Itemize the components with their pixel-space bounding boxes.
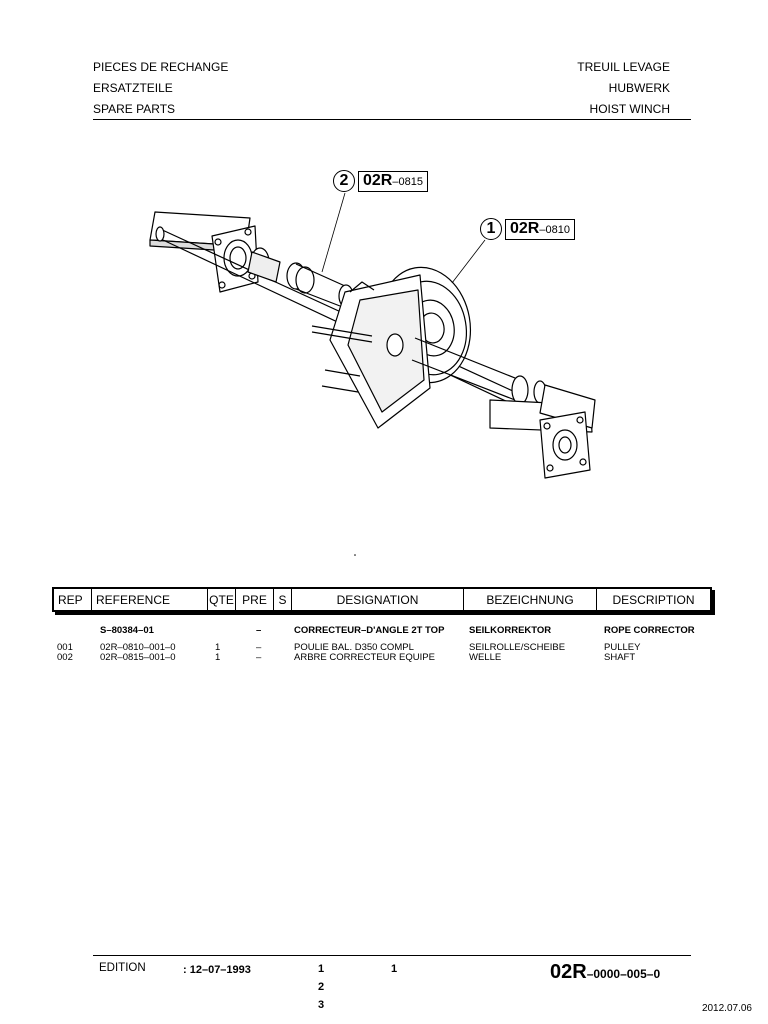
header-right-line-3: HOIST WINCH [589, 102, 670, 116]
row-qte: 1 [215, 652, 221, 663]
col-reference: REFERENCE [92, 589, 208, 610]
document-code-suffix: –0000–005–0 [586, 967, 661, 981]
header-rule [93, 119, 691, 120]
col-pre: PRE [236, 589, 274, 610]
row-description: SHAFT [604, 652, 636, 663]
footer-index-1: 1 [318, 963, 325, 975]
footer-sheet: 1 [391, 963, 398, 975]
row-reference: 02R–0815–001–0 [100, 652, 176, 663]
row-designation: POULIE BAL. D350 COMPL [294, 642, 414, 653]
callout-code: 02R [363, 171, 393, 189]
document-code-main: 02R [550, 961, 587, 983]
shaft-collars [247, 247, 354, 308]
callout-code-box: 02R –0815 [358, 170, 428, 192]
center-guide-bracket [311, 274, 431, 429]
edition-date: : 12–07–1993 [183, 964, 251, 976]
callout-number-circle: 1 [480, 218, 502, 240]
header-left-line-1: PIECES DE RECHANGE [93, 60, 229, 74]
header-left-line-3: SPARE PARTS [93, 102, 176, 116]
callout-code-box: 02R –0810 [505, 218, 575, 240]
header-left-line-2: ERSATZTEILE [93, 81, 173, 95]
col-rep: REP [54, 589, 92, 610]
exploded-drawing [149, 192, 596, 556]
row-pre: – [256, 652, 262, 663]
document-code: 02R –0000–005–0 [550, 961, 660, 984]
assembly-designation: CORRECTEUR–D'ANGLE 2T TOP [294, 625, 445, 636]
row-pre: – [256, 642, 262, 653]
row-description: PULLEY [604, 642, 641, 653]
right-mount-bracket [489, 384, 596, 479]
callout-suffix: –0810 [539, 223, 570, 236]
footer-rule [93, 955, 691, 956]
callout-shaft: 2 02R –0815 [333, 169, 428, 193]
row-qte: 1 [215, 642, 221, 653]
row-bezeichnung: WELLE [469, 652, 502, 663]
callout-number-circle: 2 [333, 170, 355, 192]
row-rep: 002 [57, 652, 73, 663]
header-right-line-1: TREUIL LEVAGE [577, 60, 670, 74]
parts-table-header: REP REFERENCE QTE PRE S DESIGNATION BEZE… [52, 587, 712, 612]
assembly-pre: – [256, 625, 262, 636]
col-description: DESCRIPTION [612, 592, 695, 607]
callout-number: 1 [486, 220, 496, 237]
assembly-bezeichnung: SEILKORREKTOR [469, 625, 552, 636]
callout-pulley: 1 02R –0810 [480, 217, 575, 241]
footer-index-2: 2 [318, 981, 325, 993]
col-s: S [274, 589, 292, 610]
col-bezeichnung: BEZEICHNUNG [464, 589, 597, 610]
callout-code: 02R [510, 219, 540, 237]
assembly-description: ROPE CORRECTOR [604, 625, 695, 636]
callout-suffix: –0815 [392, 175, 423, 188]
row-rep: 001 [57, 642, 73, 653]
row-bezeichnung: SEILROLLE/SCHEIBE [469, 642, 566, 653]
col-qte: QTE [208, 589, 236, 610]
footer-index-3: 3 [318, 999, 325, 1011]
row-designation: ARBRE CORRECTEUR EQUIPE [294, 652, 435, 663]
col-designation: DESIGNATION [292, 589, 464, 610]
header-right-line-2: HUBWERK [608, 81, 670, 95]
assembly-reference: S–80384–01 [100, 625, 154, 636]
row-reference: 02R–0810–001–0 [100, 642, 176, 653]
edition-label: EDITION [99, 962, 146, 974]
left-mount-bracket [149, 211, 259, 293]
print-date: 2012.07.06 [701, 1003, 752, 1014]
callout-number: 2 [339, 172, 349, 189]
